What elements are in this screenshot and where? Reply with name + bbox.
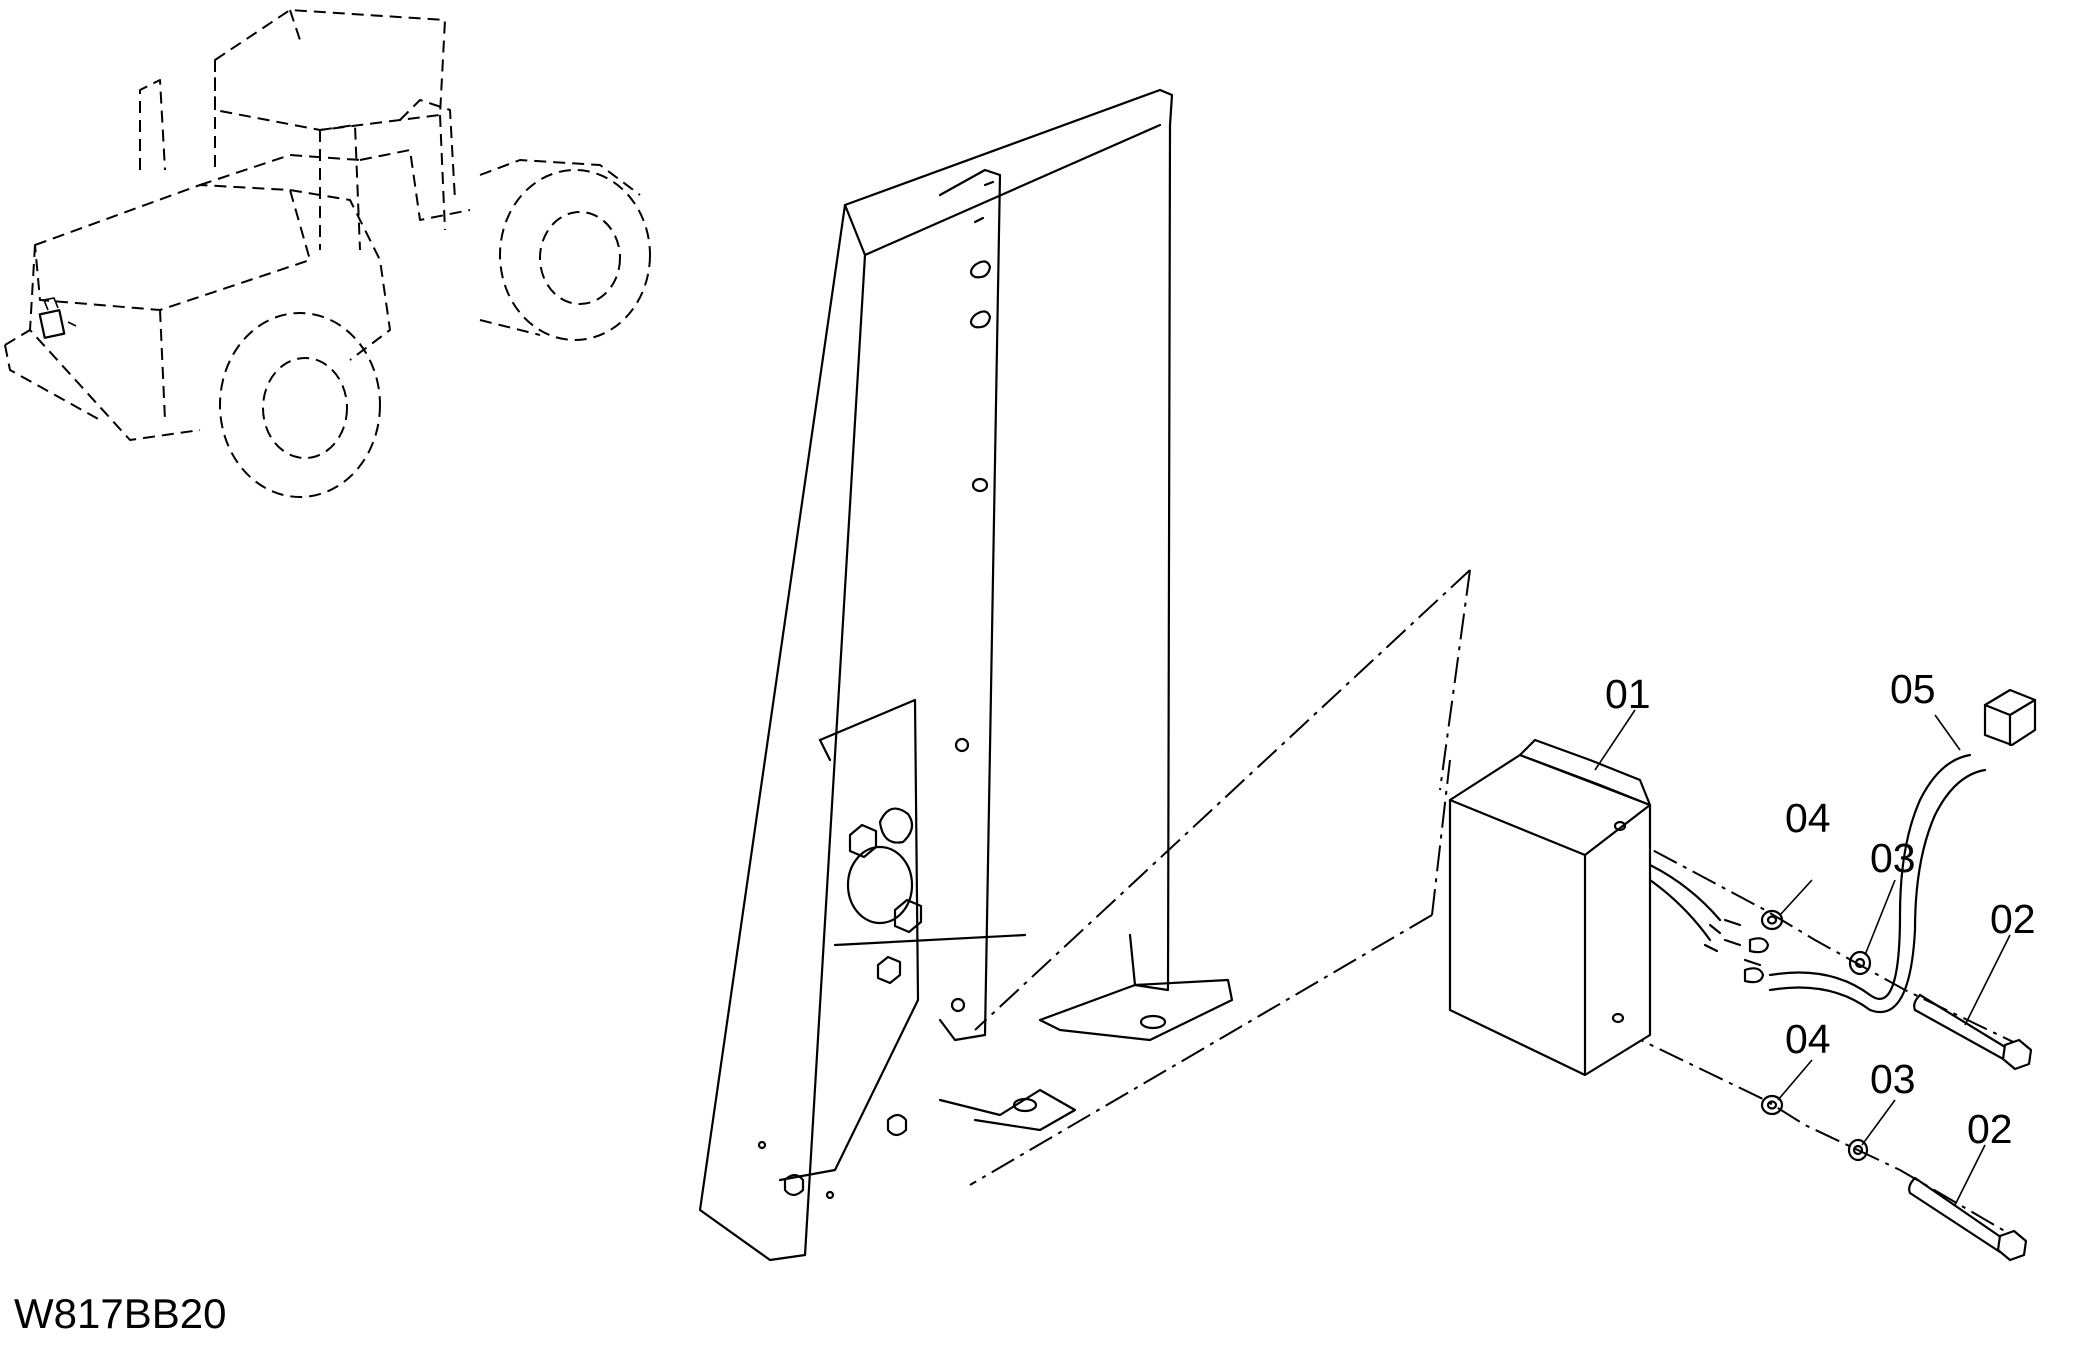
part-03-lock-washers bbox=[1847, 950, 1872, 1162]
drawing-code: W817BB20 bbox=[14, 1290, 227, 1337]
part-01-control-box bbox=[1448, 738, 1770, 1077]
part-02-bolts bbox=[1908, 993, 2033, 1262]
callouts: 01 05 04 03 02 04 03 02 bbox=[1605, 666, 2036, 1152]
leader-lines bbox=[1594, 709, 2011, 1206]
callout-03-upper: 03 bbox=[1870, 835, 1916, 881]
callout-04-upper: 04 bbox=[1785, 795, 1831, 841]
callout-02-lower: 02 bbox=[1967, 1106, 2013, 1152]
part-05-harness bbox=[1768, 688, 2037, 1014]
callout-04-lower: 04 bbox=[1785, 1016, 1831, 1062]
callout-02-upper: 02 bbox=[1990, 896, 2036, 942]
callout-03-lower: 03 bbox=[1870, 1056, 1916, 1102]
callout-05: 05 bbox=[1890, 666, 1936, 712]
assembly-lines bbox=[969, 569, 2031, 1241]
machine-overview bbox=[4, 9, 651, 498]
part-04-washers bbox=[1760, 909, 1784, 1116]
callout-01: 01 bbox=[1605, 671, 1651, 717]
mounting-bracket bbox=[698, 88, 1234, 1262]
